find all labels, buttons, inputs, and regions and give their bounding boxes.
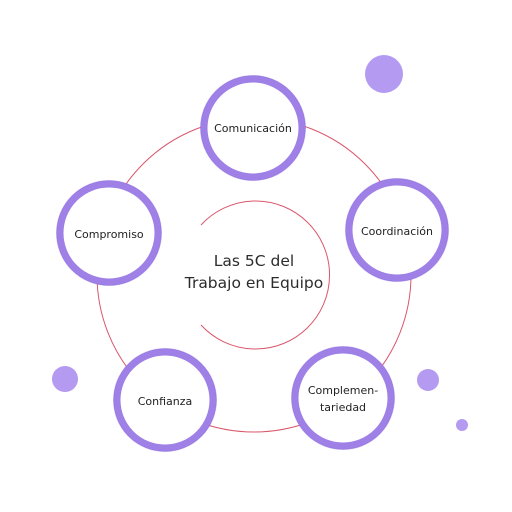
inner-ring: [200, 200, 331, 350]
decor-dot-left: [52, 366, 78, 392]
node-complementariedad-label-line2: tariedad: [320, 401, 366, 414]
decor-dot-small-right: [456, 419, 468, 431]
center-title-line1: Las 5C del: [214, 252, 294, 270]
node-compromiso-label: Compromiso: [74, 228, 144, 241]
node-coordinacion-label: Coordinación: [361, 225, 433, 238]
decor-dot-top-right: [365, 55, 403, 93]
decor-dot-right: [417, 369, 439, 391]
node-comunicacion-label: Comunicación: [214, 122, 292, 135]
node-comunicacion: Comunicación: [200, 75, 306, 181]
node-confianza-label: Confianza: [138, 395, 193, 408]
node-confianza: Confianza: [113, 348, 217, 452]
node-complementariedad: Complemen- tariedad: [291, 346, 395, 450]
center-title-line2: Trabajo en Equipo: [184, 274, 324, 292]
node-coordinacion: Coordinación: [345, 178, 449, 282]
node-complementariedad-label-line1: Complemen-: [308, 384, 378, 397]
node-compromiso: Compromiso: [56, 180, 162, 286]
